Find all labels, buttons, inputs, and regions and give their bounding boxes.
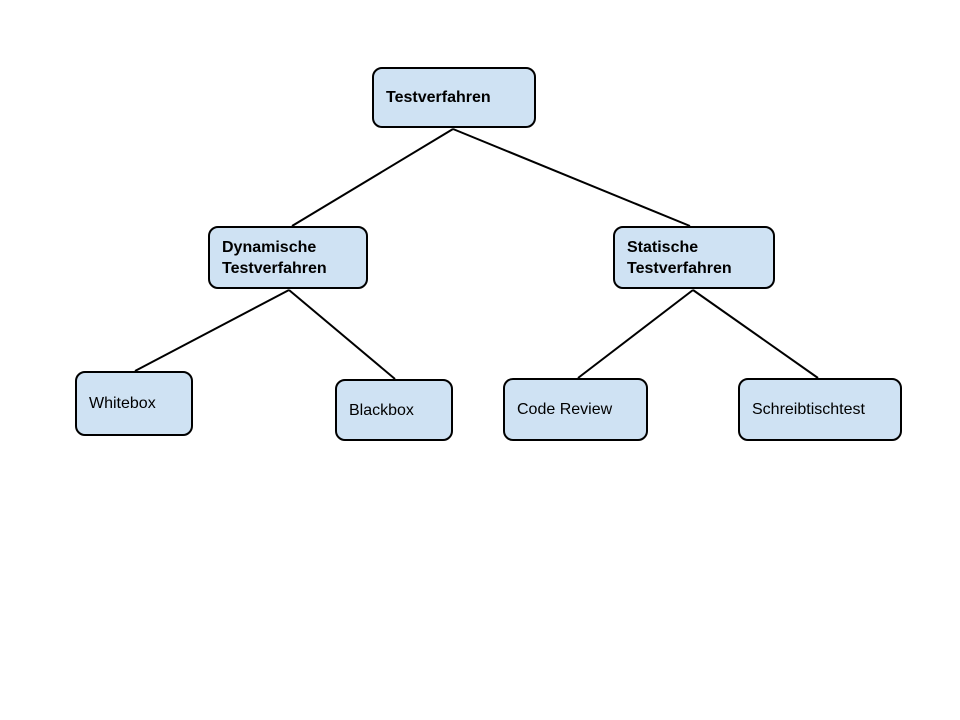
node-code-review: Code Review bbox=[503, 378, 648, 441]
node-label: Schreibtischtest bbox=[752, 401, 865, 418]
edge-testverfahren-statische bbox=[452, 128, 691, 227]
edge-statische-schreibtischtest bbox=[692, 289, 819, 379]
edge-dynamische-whitebox bbox=[134, 289, 290, 372]
edge-statische-codereview bbox=[577, 289, 694, 379]
edge-dynamische-blackbox bbox=[288, 289, 396, 380]
node-label: Testverfahren bbox=[386, 89, 491, 106]
node-schreibtischtest: Schreibtischtest bbox=[738, 378, 902, 441]
node-label: Code Review bbox=[517, 401, 613, 418]
node-dynamische-testverfahren: Dynamische Testverfahren bbox=[208, 226, 368, 289]
node-blackbox: Blackbox bbox=[335, 379, 453, 441]
node-statische-testverfahren: Statische Testverfahren bbox=[613, 226, 775, 289]
node-label: Blackbox bbox=[349, 401, 414, 419]
edge-testverfahren-dynamische bbox=[291, 128, 454, 227]
node-label: Dynamische Testverfahren bbox=[222, 238, 327, 277]
node-label: Whitebox bbox=[89, 395, 156, 412]
node-testverfahren: Testverfahren bbox=[372, 67, 536, 128]
node-label: Statische Testverfahren bbox=[627, 238, 732, 277]
node-whitebox: Whitebox bbox=[75, 371, 193, 436]
